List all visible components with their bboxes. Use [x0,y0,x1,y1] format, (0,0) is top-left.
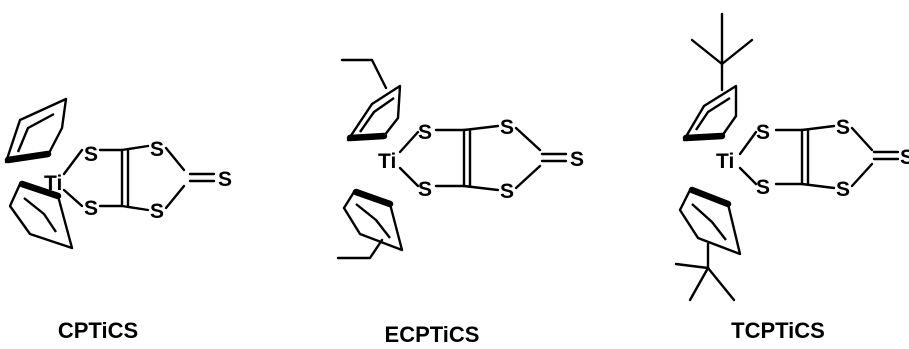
s-atom: S [756,176,770,199]
molecule-caption: ECPTiCS [385,322,480,344]
s-atom: S [570,148,584,171]
s-atom: S [418,178,432,201]
ethyl-group-lower [336,238,384,260]
bond-network [62,144,216,212]
ti-atom: Ti [716,150,734,173]
s-atom: S [836,116,850,139]
ti-atom: Ti [44,172,62,195]
s-atom: S [756,121,770,144]
s-atom: S [218,168,232,191]
s-atom: S [150,200,164,223]
cp-ring-upper [682,84,738,142]
s-atom: S [84,197,98,220]
s-atom: S [418,121,432,144]
cp-ring-upper [4,97,68,164]
s-atom: S [500,116,514,139]
cp-ring-upper [346,84,402,142]
s-atom: S [900,146,909,169]
s-atom: S [150,138,164,161]
s-atom: S [836,178,850,201]
bond-network [398,124,568,192]
molecule-tcpticis: Ti S S S S S TCPTiCS [674,12,909,343]
ethyl-group-upper [340,58,388,90]
tert-butyl-group-lower [674,242,736,302]
s-atom: S [84,143,98,166]
ti-atom: Ti [378,150,396,173]
molecule-caption: CPTiCS [58,318,138,343]
bond-network [738,124,900,190]
cp-ring-lower [678,186,742,256]
molecule-caption: TCPTiCS [731,318,825,343]
cp-ring-lower [8,180,74,250]
s-atom: S [500,180,514,203]
tert-butyl-group-upper [690,12,754,92]
molecule-cpticis: Ti S S S S S CPTiCS [4,97,232,343]
molecule-ecpticis: Ti S S S S S ECPTiCS [336,58,584,347]
cp-ring-lower [342,188,404,252]
